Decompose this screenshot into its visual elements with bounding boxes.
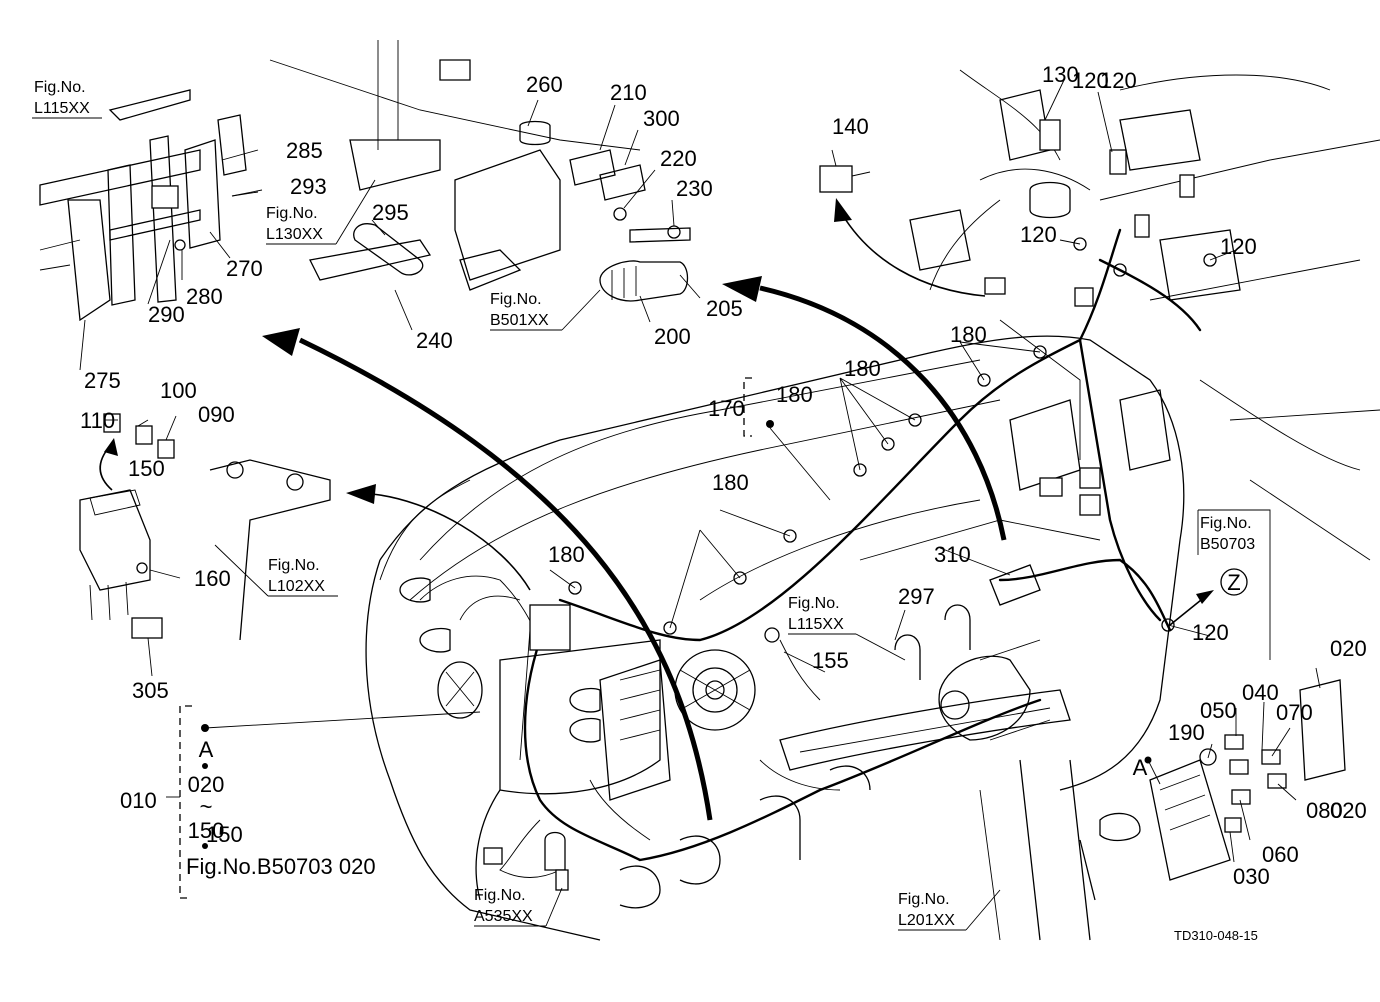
- part-label: 275: [84, 368, 121, 393]
- fig-ref-number: L115XX: [788, 616, 844, 633]
- part-label: 280: [186, 284, 223, 309]
- part-label: 270: [226, 256, 263, 281]
- part-label: 130: [1042, 62, 1079, 87]
- part-label: 180: [548, 542, 585, 567]
- fig-ref-number: A535XX: [474, 908, 533, 925]
- group-from: 020: [188, 772, 225, 797]
- part-label: 040: [1242, 680, 1279, 705]
- part-label: 300: [643, 106, 680, 131]
- part-label: 295: [372, 200, 409, 225]
- fig-ref-number: B50703: [1200, 536, 1255, 553]
- part-label: 285: [286, 138, 323, 163]
- part-label: 260: [526, 72, 563, 97]
- wire-harness: [419, 168, 1202, 878]
- part-label: 120: [1072, 68, 1109, 93]
- part-label: 120: [1192, 620, 1229, 645]
- part-label: 297: [898, 584, 935, 609]
- fig-ref-title: Fig.No.: [788, 595, 840, 612]
- callout-a-letter: A: [1133, 755, 1148, 780]
- fig-ref-title: Fig.No.: [898, 891, 950, 908]
- fig-ref-title: Fig.No.: [474, 887, 526, 904]
- part-label: 150: [206, 822, 243, 847]
- part-label: 240: [416, 328, 453, 353]
- part-label: 310: [934, 542, 971, 567]
- part-label: 060: [1262, 842, 1299, 867]
- part-label: 080: [1306, 798, 1343, 823]
- part-label: 155: [812, 648, 849, 673]
- part-label: 050: [1200, 698, 1237, 723]
- part-label: 030: [1233, 864, 1270, 889]
- part-label: 305: [132, 678, 169, 703]
- fig-ref-title: Fig.No.: [266, 205, 318, 222]
- part-label: 090: [198, 402, 235, 427]
- fig-ref-title: Fig.No.: [1200, 515, 1252, 532]
- fig-ref-number: L102XX: [268, 578, 325, 595]
- part-label: 120: [1220, 234, 1257, 259]
- direction-arrows: [99, 198, 1214, 821]
- fig-ref-number: L115XX: [34, 100, 90, 117]
- tractor-body: [365, 69, 1380, 941]
- part-label: 150: [128, 456, 165, 481]
- part-label: 020: [1330, 636, 1367, 661]
- part-label: 010: [120, 788, 157, 813]
- drawing-code: TD310-048-15: [1174, 928, 1258, 943]
- fig-ref: Fig.No. L130XX: [266, 205, 323, 243]
- fig-ref: Fig.No. L201XX: [898, 891, 955, 929]
- fig-ref: Fig.No. B50703: [1200, 515, 1255, 553]
- part-label: 200: [654, 324, 691, 349]
- fig-ref-lines: [32, 117, 1271, 931]
- fig-ref-number: L201XX: [898, 912, 955, 929]
- part-label: 210: [610, 80, 647, 105]
- fig-ref: Fig.No. L102XX: [268, 557, 325, 595]
- part-label: 293: [290, 174, 327, 199]
- part-label: 140: [832, 114, 869, 139]
- components: [39, 40, 1346, 909]
- group-note: Fig.No.B50703 020: [186, 854, 376, 879]
- part-label: 290: [148, 302, 185, 327]
- part-label: 230: [676, 176, 713, 201]
- part-label: 120: [1100, 68, 1137, 93]
- callout-z-letter: Z: [1227, 570, 1240, 595]
- part-label: 100: [160, 378, 197, 403]
- part-label: 160: [194, 566, 231, 591]
- part-label: 180: [776, 382, 813, 407]
- fig-ref-title: Fig.No.: [34, 79, 86, 96]
- fig-ref: Fig.No. A535XX: [474, 887, 533, 925]
- part-label: 205: [706, 296, 743, 321]
- part-label: 180: [950, 322, 987, 347]
- fig-ref: Fig.No. L115XX: [34, 79, 90, 117]
- fig-ref: Fig.No. B501XX: [490, 291, 549, 329]
- part-labels: 0100200200300400500600700800901001101201…: [80, 62, 1367, 889]
- part-label: 120: [1020, 222, 1057, 247]
- group-a-letter: A: [199, 737, 214, 762]
- part-label: 190: [1168, 720, 1205, 745]
- part-label: 110: [80, 408, 115, 433]
- fig-ref: Fig.No. L115XX: [788, 595, 844, 633]
- fig-ref-title: Fig.No.: [490, 291, 542, 308]
- part-label: 180: [712, 470, 749, 495]
- callout-z-circle: [1220, 568, 1248, 596]
- fig-ref-title: Fig.No.: [268, 557, 320, 574]
- part-label: 070: [1276, 700, 1313, 725]
- fig-labels: Fig.No.L115XXFig.No.L130XXFig.No.B501XXF…: [34, 79, 1255, 929]
- leader-lines: [79, 77, 1321, 863]
- part-label: 180: [844, 356, 881, 381]
- fig-ref-number: L130XX: [266, 226, 323, 243]
- part-label: 170: [708, 396, 745, 421]
- part-label: 020: [1330, 798, 1367, 823]
- part-label: 220: [660, 146, 697, 171]
- group-brackets: [166, 377, 774, 899]
- group-tilde: ~: [200, 794, 213, 819]
- group-to: 150: [188, 818, 225, 843]
- fig-ref-number: B501XX: [490, 312, 549, 329]
